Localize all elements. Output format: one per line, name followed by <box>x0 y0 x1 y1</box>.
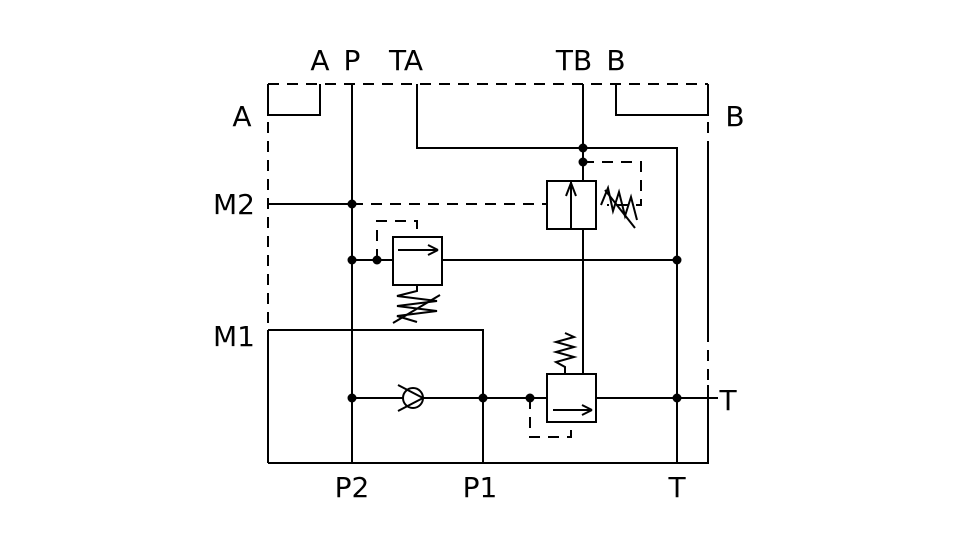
ta-line <box>416 84 678 463</box>
pressure-reducing-valve <box>529 332 597 438</box>
check-valve <box>397 384 424 412</box>
port-label-top-tb: TB <box>555 44 592 77</box>
port-b-passage <box>615 84 709 116</box>
port-label-m1: M1 <box>213 320 255 353</box>
port-a-passage <box>267 84 321 116</box>
port-label-top-ta: TA <box>388 44 423 77</box>
port-label-top-p: P <box>344 44 361 77</box>
relief-valve <box>376 220 443 324</box>
manifold-boundary <box>267 83 709 464</box>
junction-dots <box>347 143 682 403</box>
port-label-right-b: B <box>725 100 744 133</box>
port-label-right-t: T <box>718 384 737 417</box>
m1-line <box>268 329 484 463</box>
port-label-left-a: A <box>232 100 251 133</box>
port-label-m2: M2 <box>213 188 255 221</box>
port-label-top-b: B <box>606 44 625 77</box>
port-label-bottom-p2: P2 <box>335 471 370 504</box>
port-label-top-a: A <box>310 44 329 77</box>
port-label-bottom-t: T <box>667 471 686 504</box>
housing-outline <box>267 150 709 464</box>
port-label-bottom-p1: P1 <box>463 471 498 504</box>
tb-pressure-valve <box>546 161 642 230</box>
